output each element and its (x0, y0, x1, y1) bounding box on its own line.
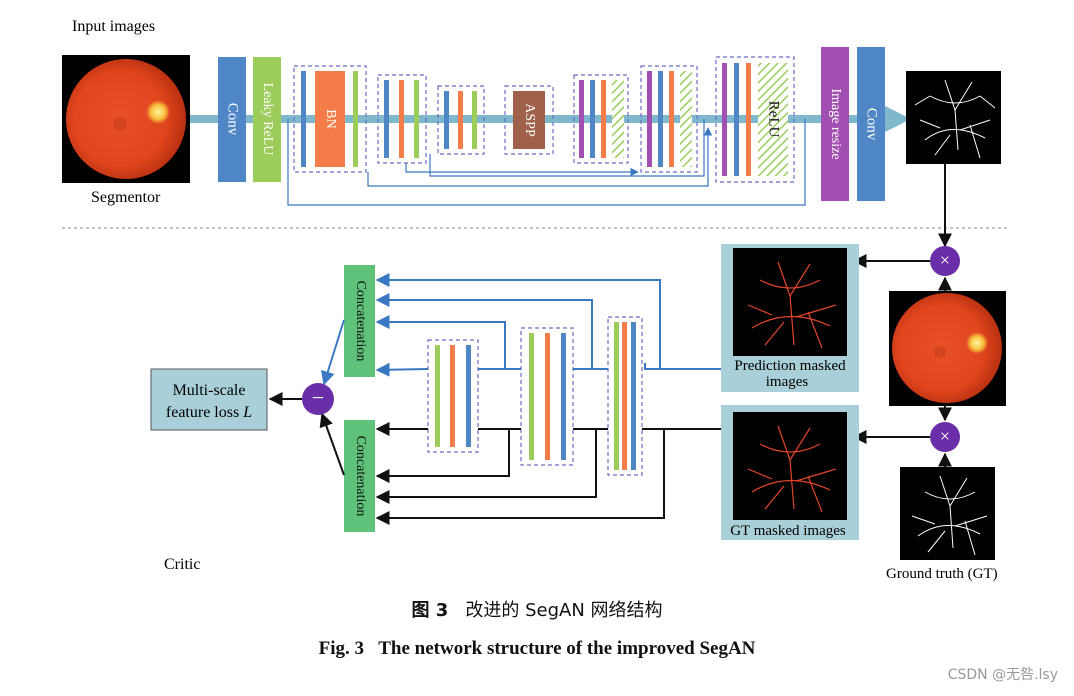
critic-retina-image (889, 291, 1006, 406)
prediction-feature-paths (375, 273, 721, 377)
conv-block-2 (857, 47, 885, 201)
loss-label-line1: Multi-scale (173, 382, 246, 399)
concatenation-block-top (344, 265, 375, 377)
subtract-symbol: − (312, 385, 324, 410)
loss-label-line2: feature loss L (166, 404, 252, 421)
segmentor-label: Segmentor (91, 189, 161, 206)
critic-block-2 (520, 327, 574, 466)
critic-block-1 (427, 339, 479, 453)
skip-connections (287, 119, 806, 206)
concatenation-bottom-label: Concatenation (353, 436, 368, 517)
leaky-relu-label: Leaky ReLU (260, 83, 275, 156)
input-retina-image (62, 55, 190, 183)
encoder-block-3 (437, 85, 485, 155)
prediction-masked-panel: Prediction masked images (721, 244, 859, 392)
encoder-block-1: BN (293, 65, 367, 173)
prediction-masked-label-line1: Prediction masked (734, 358, 846, 374)
conv-block-1-label: Conv (225, 103, 241, 136)
gt-feature-paths (375, 422, 721, 525)
segmentation-output-image (906, 71, 1001, 164)
multiply-operator-1: × (930, 246, 960, 276)
caption-english-prefix: Fig. 3 (318, 638, 364, 659)
prediction-masked-label-line2: images (766, 374, 809, 390)
caption-chinese-prefix: 图 3 (411, 600, 449, 621)
caption-chinese: 图 3 改进的 SegAN 网络结构 (0, 596, 1074, 622)
concat-bottom-to-subtract (319, 412, 345, 476)
image-resize-block (821, 47, 849, 201)
subtract-operator: − (302, 383, 334, 415)
ground-truth-label: Ground truth (GT) (886, 566, 998, 582)
multi-scale-loss-box: Multi-scale feature loss L (150, 368, 268, 431)
bn-label: BN (323, 109, 338, 128)
decoder-block-2 (640, 65, 698, 173)
input-images-label: Input images (72, 18, 155, 35)
aspp-label: ASPP (522, 103, 537, 137)
concatenation-block-bottom (344, 420, 375, 532)
gt-masked-panel: GT masked images (721, 405, 859, 540)
multiply-operator-2: × (930, 422, 960, 452)
multiply-1-symbol: × (940, 250, 950, 270)
encoder-block-2 (377, 74, 427, 164)
ground-truth-image (900, 467, 995, 560)
leaky-relu-block (253, 57, 281, 182)
relu-label: ReLU (766, 101, 782, 138)
caption-english-text: The network structure of the improved Se… (378, 638, 756, 659)
aspp-module: ASPP (504, 85, 554, 155)
conv-block-1 (218, 57, 246, 182)
image-resize-label: Image resize (828, 88, 843, 159)
conv-block-2-label: Conv (864, 108, 880, 141)
critic-block-3 (607, 316, 643, 476)
concat-top-to-subtract (321, 319, 345, 386)
concatenation-top-label: Concatenation (353, 281, 368, 362)
caption-english: Fig. 3 The network structure of the impr… (0, 638, 1074, 660)
decoder-block-3: ReLU (715, 56, 795, 183)
critic-label: Critic (164, 556, 200, 573)
decoder-block-1 (573, 74, 629, 164)
watermark: CSDN @无咎.lsy (947, 667, 1058, 683)
caption-chinese-text: 改进的 SegAN 网络结构 (465, 600, 663, 621)
gt-masked-label: GT masked images (730, 523, 846, 539)
multiply-2-symbol: × (940, 426, 950, 446)
